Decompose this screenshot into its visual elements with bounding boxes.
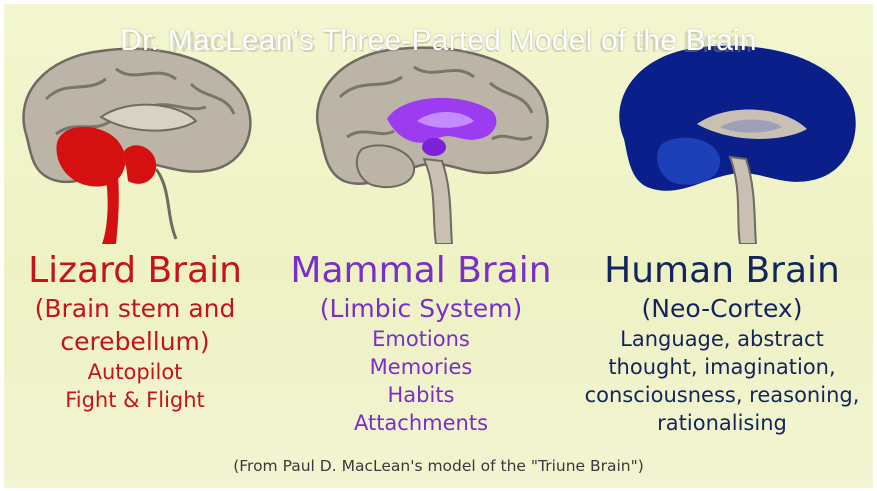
human-brain-item: rationalising [572, 409, 872, 437]
mammal-brain-item: Emotions [276, 325, 566, 353]
lizard-brain-name: Lizard Brain [4, 250, 266, 292]
mammal-brain-item: Habits [276, 381, 566, 409]
human-brain-illustration [602, 39, 864, 244]
lizard-brain-illustration [6, 39, 268, 244]
human-brain-subtitle: (Neo-Cortex) [572, 292, 872, 325]
lizard-brain-item: Autopilot [4, 358, 266, 386]
column-human-brain: Human Brain (Neo-Cortex) Language, abstr… [572, 250, 872, 437]
slide-title: Dr. MacLean’s Three-Parted Model of the … [4, 24, 873, 58]
lizard-brain-subtitle-1: (Brain stem and [4, 292, 266, 325]
lizard-brain-item: Fight & Flight [4, 386, 266, 414]
human-brain-name: Human Brain [572, 250, 872, 292]
source-citation: (From Paul D. MacLean's model of the "Tr… [4, 457, 873, 475]
human-brain-item: Language, abstract [572, 325, 872, 353]
mammal-brain-subtitle: (Limbic System) [276, 292, 566, 325]
human-brain-item: consciousness, reasoning, [572, 381, 872, 409]
lizard-spinal-outline [156, 169, 176, 239]
column-lizard-brain: Lizard Brain (Brain stem and cerebellum)… [4, 250, 266, 414]
mammal-brainstem [424, 159, 452, 244]
slide: Dr. MacLean’s Three-Parted Model of the … [4, 4, 873, 488]
mammal-brain-item: Attachments [276, 409, 566, 437]
human-brain-item: thought, imagination, [572, 353, 872, 381]
lizard-brain-subtitle-2: cerebellum) [4, 325, 266, 358]
column-mammal-brain: Mammal Brain (Limbic System) Emotions Me… [276, 250, 566, 437]
mammal-brain-name: Mammal Brain [276, 250, 566, 292]
mammal-brain-item: Memories [276, 353, 566, 381]
mammal-brain-illustration [302, 39, 564, 244]
